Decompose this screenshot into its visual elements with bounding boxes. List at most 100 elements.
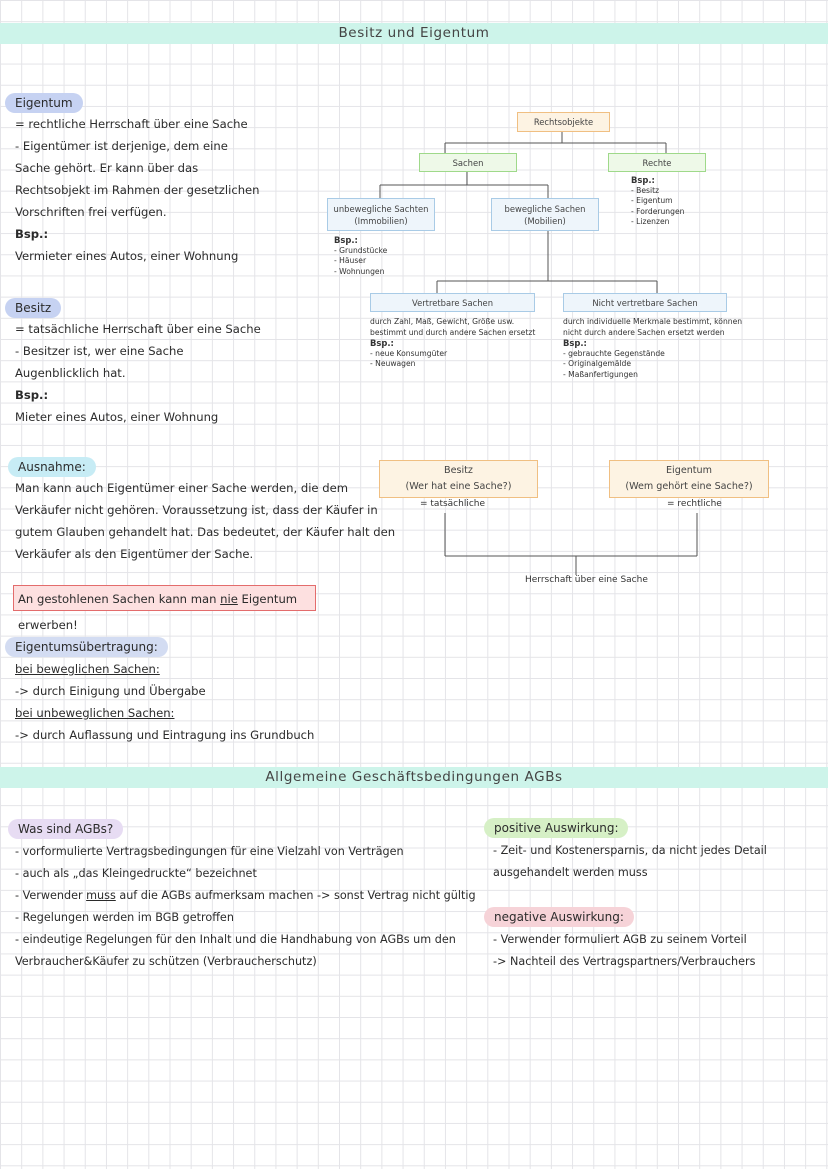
unbewegliche-examples: Bsp.: - Grundstücke - Häuser - Wohnungen (334, 235, 387, 277)
eigentum-line: = rechtliche Herrschaft über eine Sache (15, 117, 248, 131)
negative-line: - Verwender formuliert AGB zu seinem Vor… (493, 933, 747, 946)
eigentum-text: = rechtliche Herrschaft über eine Sache … (15, 113, 260, 267)
besitz-heading: Besitz (5, 298, 62, 318)
rechte-example: - Lizenzen (631, 217, 670, 227)
agb-line: Verbraucher&Käufer zu schützen (Verbrauc… (15, 955, 317, 968)
vertretbare-label: Vertretbare Sachen (412, 297, 493, 308)
bewegliche-sachen-box: bewegliche Sachen (Mobilien) (491, 198, 599, 231)
uebertragung-heading: Eigentumsübertragung: (5, 637, 168, 657)
vertretbare-details: durch Zahl, Maß, Gewicht, Größe usw. bes… (370, 317, 535, 370)
besitz-diagram-question: (Wer hat eine Sache?) (405, 481, 512, 492)
vertretbare-sachen-box: Vertretbare Sachen (370, 293, 535, 312)
besitz-text: = tatsächliche Herrschaft über eine Sach… (15, 318, 261, 428)
agb-line: - Verwender muss auf die AGBs aufmerksam… (15, 885, 476, 907)
agb-line: - vorformulierte Vertragsbedingungen für… (15, 845, 404, 858)
besitz-line: Augenblicklich hat. (15, 366, 126, 380)
eigentum-heading: Eigentum (5, 93, 83, 113)
ausnahme-text: Man kann auch Eigentümer einer Sache wer… (15, 477, 395, 565)
rechte-bsp-label: Bsp.: (631, 175, 655, 185)
agb-line3-start: - Verwender (15, 889, 87, 902)
positive-line: ausgehandelt werden muss (493, 866, 648, 879)
vertretbare-example: - Neuwagen (370, 359, 416, 369)
agb-line: - auch als „das Kleingedruckte“ bezeichn… (15, 867, 257, 880)
unbewegliche-line1: unbewegliche Sachten (333, 203, 429, 214)
eigentum-diagram-question: (Wem gehört eine Sache?) (625, 481, 753, 492)
besitz-bsp-label: Bsp.: (15, 388, 49, 402)
warning-text-end: Eigentum erwerben! (18, 592, 298, 632)
rechte-label: Rechte (642, 157, 672, 168)
eigentum-example: Vermieter eines Autos, einer Wohnung (15, 249, 239, 263)
besitz-diagram-note: = tatsächliche (420, 499, 486, 509)
sachen-label: Sachen (452, 157, 484, 168)
ausnahme-line: Verkäufer als den Eigentümer der Sache. (15, 547, 254, 561)
negative-line: -> Nachteil des Vertragspartners/Verbrau… (493, 955, 756, 968)
vertretbare-bsp-label: Bsp.: (370, 338, 394, 349)
positive-heading: positive Auswirkung: (484, 818, 629, 838)
ausnahme-line: Verkäufer nicht gehören. Voraussetzung i… (15, 503, 378, 517)
warning-emphasis: nie (220, 592, 238, 606)
besitz-diagram-title: Besitz (444, 465, 473, 476)
section-banner-agb: Allgemeine Geschäftsbedingungen AGBs (0, 767, 828, 788)
ausnahme-line: Man kann auch Eigentümer einer Sache wer… (15, 481, 349, 495)
eigentum-bsp-label: Bsp.: (15, 227, 49, 241)
vertretbare-desc: durch Zahl, Maß, Gewicht, Größe usw. (370, 317, 515, 326)
nicht-vertretbare-label: Nicht vertretbare Sachen (592, 297, 698, 308)
eigentum-diagram-box: Eigentum (Wem gehört eine Sache?) (609, 460, 769, 498)
rechte-example: - Eigentum (631, 196, 673, 206)
mobile-text: -> durch Einigung und Übergabe (15, 684, 206, 698)
besitz-line: - Besitzer ist, wer eine Sache (15, 344, 184, 358)
herrschaft-label: Herrschaft über eine Sache (525, 575, 648, 585)
eigentum-line: Sache gehört. Er kann über das (15, 161, 199, 175)
rechte-example: - Forderungen (631, 206, 685, 216)
unbewegliche-example: - Häuser (334, 256, 367, 266)
bewegliche-line1: bewegliche Sachen (504, 203, 586, 214)
eigentum-line: Rechtsobjekt im Rahmen der gesetzlichen (15, 183, 260, 197)
eigentum-line: Vorschriften frei verfügen. (15, 205, 167, 219)
rechtsobjekte-label: Rechtsobjekte (533, 117, 594, 127)
eigentum-line: - Eigentümer ist derjenige, dem eine (15, 139, 228, 153)
ausnahme-heading: Ausnahme: (8, 457, 96, 477)
besitz-example: Mieter eines Autos, einer Wohnung (15, 410, 219, 424)
nicht-vertretbare-desc: nicht durch andere Sachen ersetzt werden (563, 327, 725, 337)
section-banner-besitz-eigentum: Besitz und Eigentum (0, 23, 828, 44)
unbewegliche-bsp-label: Bsp.: (334, 235, 358, 245)
ausnahme-line: gutem Glauben gehandelt hat. Das bedeute… (15, 525, 396, 539)
nicht-vertretbare-example: - Originalgemälde (563, 359, 632, 369)
eigentum-diagram-note: = rechtliche (667, 499, 722, 509)
uebertragung-text: bei beweglichen Sachen: -> durch Einigun… (15, 658, 314, 746)
agb-line: - eindeutige Regelungen für den Inhalt u… (15, 933, 456, 946)
positive-line: - Zeit- und Kostenersparnis, da nicht je… (493, 844, 767, 857)
unbewegliche-sachen-box: unbewegliche Sachten (Immobilien) (327, 198, 435, 231)
negative-heading: negative Auswirkung: (484, 907, 634, 927)
warning-text: An gestohlenen Sachen kann man (18, 592, 221, 606)
agb-line3-end: auf die AGBs aufmerksam machen -> sonst … (115, 889, 476, 902)
nicht-vertretbare-sachen-box: Nicht vertretbare Sachen (563, 293, 727, 312)
warning-box: An gestohlenen Sachen kann man nie Eigen… (13, 585, 316, 632)
unbewegliche-line2: (Immobilien) (354, 215, 408, 226)
nicht-vertretbare-example: - Maßanfertigungen (563, 369, 638, 379)
negative-text: - Verwender formuliert AGB zu seinem Vor… (493, 929, 755, 973)
sachen-box: Sachen (419, 153, 517, 172)
rechte-example: - Besitz (631, 185, 660, 195)
immobile-label: bei unbeweglichen Sachen: (15, 706, 175, 720)
agb-line3-emphasis: muss (86, 889, 116, 902)
positive-text: - Zeit- und Kostenersparnis, da nicht je… (493, 840, 767, 884)
besitz-diagram-box: Besitz (Wer hat eine Sache?) (379, 460, 538, 498)
besitz-line: = tatsächliche Herrschaft über eine Sach… (15, 322, 261, 336)
rechtsobjekte-tree-lines (379, 130, 698, 575)
agb-line: - Regelungen werden im BGB getroffen (15, 911, 234, 924)
vertretbare-desc: bestimmt und durch andere Sachen ersetzt (370, 327, 536, 337)
nicht-vertretbare-desc: durch individuelle Merkmale bestimmt, kö… (563, 317, 743, 326)
vertretbare-example: - neue Konsumgüter (370, 348, 448, 358)
nicht-vertretbare-details: durch individuelle Merkmale bestimmt, kö… (563, 317, 742, 381)
nicht-vertretbare-bsp-label: Bsp.: (563, 338, 587, 349)
mobile-label: bei beweglichen Sachen: (15, 662, 160, 676)
immobile-text: -> durch Auflassung und Eintragung ins G… (15, 728, 315, 742)
nicht-vertretbare-example: - gebrauchte Gegenstände (563, 348, 665, 358)
bewegliche-line2: (Mobilien) (524, 215, 566, 226)
rechtsobjekte-box: Rechtsobjekte (517, 112, 610, 132)
rechte-examples: Bsp.: - Besitz - Eigentum - Forderungen … (631, 175, 684, 228)
agb-text: - vorformulierte Vertragsbedingungen für… (15, 841, 476, 973)
agb-heading: Was sind AGBs? (8, 819, 124, 839)
unbewegliche-example: - Grundstücke (334, 245, 388, 255)
